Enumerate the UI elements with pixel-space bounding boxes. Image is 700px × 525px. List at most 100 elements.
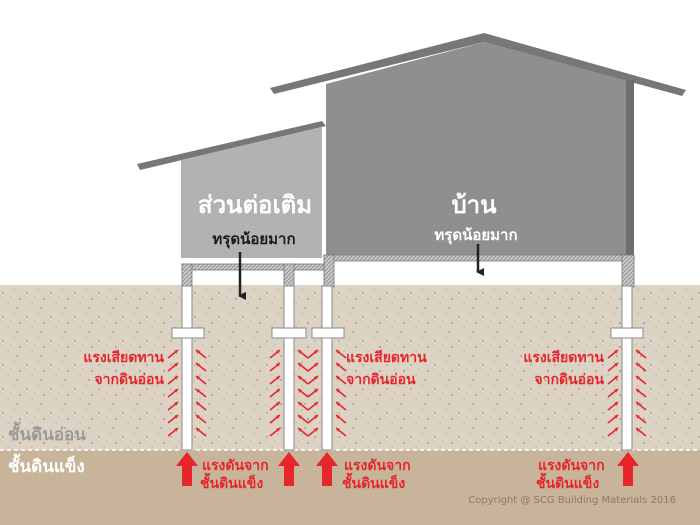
friction-arrow-head (276, 402, 280, 406)
svg-text:แรงดันจาก: แรงดันจาก (344, 458, 411, 474)
friction-arrow-head (276, 363, 280, 367)
copyright-text: Copyright @ SCG Building Materials 2016 (468, 495, 676, 506)
pile-2 (283, 285, 295, 451)
bearing-arrow-2 (278, 452, 300, 486)
pile-cap-1 (171, 327, 205, 339)
friction-arrow-head (314, 402, 318, 406)
friction-arrow-head (336, 402, 340, 406)
bearing-label-1: แรงดันจาก ชั้นดินแข็ง (200, 458, 269, 492)
bearing-label-2: แรงดันจาก ชั้นดินแข็ง (342, 458, 411, 492)
hard-soil-label: ชั้นดินแข็ง (8, 453, 85, 477)
friction-arrow-head (636, 402, 640, 406)
friction-arrow-head (174, 389, 178, 393)
friction-arrow-head (276, 376, 280, 380)
friction-arrow-head (614, 415, 618, 419)
friction-arrow-head (174, 402, 178, 406)
bearing-arrow-3 (316, 452, 338, 486)
friction-arrow-head (298, 363, 302, 367)
pile-3 (321, 285, 333, 451)
friction-arrow-head (174, 376, 178, 380)
piles (171, 285, 644, 451)
friction-arrow-head (196, 428, 200, 432)
extension-roof (137, 121, 326, 170)
extension-subtitle: ทรุดน้อยมาก (212, 230, 295, 249)
friction-arrow-head (614, 350, 618, 354)
svg-text:ชั้นดินแข็ง: ชั้นดินแข็ง (536, 472, 599, 492)
friction-arrow-head (636, 389, 640, 393)
svg-text:จากดินอ่อน: จากดินอ่อน (534, 372, 604, 388)
friction-arrow-head (276, 350, 280, 354)
friction-arrow-head (314, 415, 318, 419)
house-wall (326, 42, 632, 255)
friction-arrows (167, 349, 647, 437)
pile-4 (621, 285, 633, 451)
pile-1 (181, 285, 193, 451)
friction-arrow-head (298, 350, 302, 354)
friction-arrow-head (196, 402, 200, 406)
friction-arrow-head (196, 350, 200, 354)
friction-arrow-head (314, 376, 318, 380)
friction-arrow-head (298, 415, 302, 419)
friction-arrow-head (298, 389, 302, 393)
friction-arrow-head (636, 415, 640, 419)
friction-arrow-head (298, 428, 302, 432)
pile-cap-2 (271, 327, 307, 339)
svg-text:จากดินอ่อน: จากดินอ่อน (94, 372, 164, 388)
friction-arrow-head (336, 376, 340, 380)
friction-arrow-head (336, 428, 340, 432)
friction-arrow-head (336, 415, 340, 419)
friction-arrow-head (614, 389, 618, 393)
friction-arrow-head (276, 389, 280, 393)
friction-arrow-head (636, 428, 640, 432)
bearing-arrow-4 (617, 452, 639, 486)
friction-label-1: แรงเสียดทาน จากดินอ่อน (83, 350, 164, 388)
friction-label-2: แรงเสียดทาน จากดินอ่อน (346, 350, 427, 388)
friction-arrow-head (196, 415, 200, 419)
svg-text:แรงเสียดทาน: แรงเสียดทาน (83, 350, 164, 366)
friction-arrow-head (196, 389, 200, 393)
friction-arrow-head (298, 376, 302, 380)
friction-arrow-head (614, 363, 618, 367)
friction-label-3: แรงเสียดทาน จากดินอ่อน (523, 350, 604, 388)
friction-arrow-head (314, 428, 318, 432)
friction-arrow-head (174, 363, 178, 367)
friction-arrow-head (636, 376, 640, 380)
friction-arrow-head (336, 350, 340, 354)
friction-arrow-head (314, 363, 318, 367)
friction-arrow-head (636, 363, 640, 367)
bearing-label-3: แรงดันจาก ชั้นดินแข็ง (536, 458, 605, 492)
friction-arrow-head (336, 389, 340, 393)
bearing-arrow-1 (176, 452, 198, 486)
house-title: บ้าน (451, 191, 497, 219)
svg-text:จากดินอ่อน: จากดินอ่อน (346, 372, 416, 388)
friction-arrow-head (196, 363, 200, 367)
svg-text:แรงดันจาก: แรงดันจาก (538, 458, 605, 474)
extension-title: ส่วนต่อเติม (198, 191, 312, 219)
friction-arrow-head (614, 428, 618, 432)
friction-arrow-head (298, 402, 302, 406)
friction-arrow-head (636, 350, 640, 354)
friction-arrow-head (174, 350, 178, 354)
friction-arrow-head (314, 350, 318, 354)
extension-wall (181, 127, 322, 258)
svg-text:ชั้นดินแข็ง: ชั้นดินแข็ง (200, 472, 263, 492)
friction-arrow-head (276, 415, 280, 419)
bearing-arrows (176, 452, 639, 486)
pile-cap-3 (311, 327, 345, 339)
friction-arrow-head (276, 428, 280, 432)
friction-arrow-head (314, 389, 318, 393)
friction-arrow-head (614, 376, 618, 380)
svg-text:แรงเสียดทาน: แรงเสียดทาน (346, 350, 427, 366)
friction-arrow-head (336, 363, 340, 367)
pile-cap-4 (610, 327, 644, 339)
svg-text:ชั้นดินแข็ง: ชั้นดินแข็ง (342, 472, 405, 492)
friction-arrow-head (614, 402, 618, 406)
svg-text:แรงดันจาก: แรงดันจาก (202, 458, 269, 474)
house-subtitle: ทรุดน้อยมาก (434, 226, 517, 245)
soft-soil-label: ชั้นดินอ่อน (8, 421, 86, 445)
svg-text:แรงเสียดทาน: แรงเสียดทาน (523, 350, 604, 366)
friction-arrow-head (196, 376, 200, 380)
friction-arrow-head (174, 428, 178, 432)
